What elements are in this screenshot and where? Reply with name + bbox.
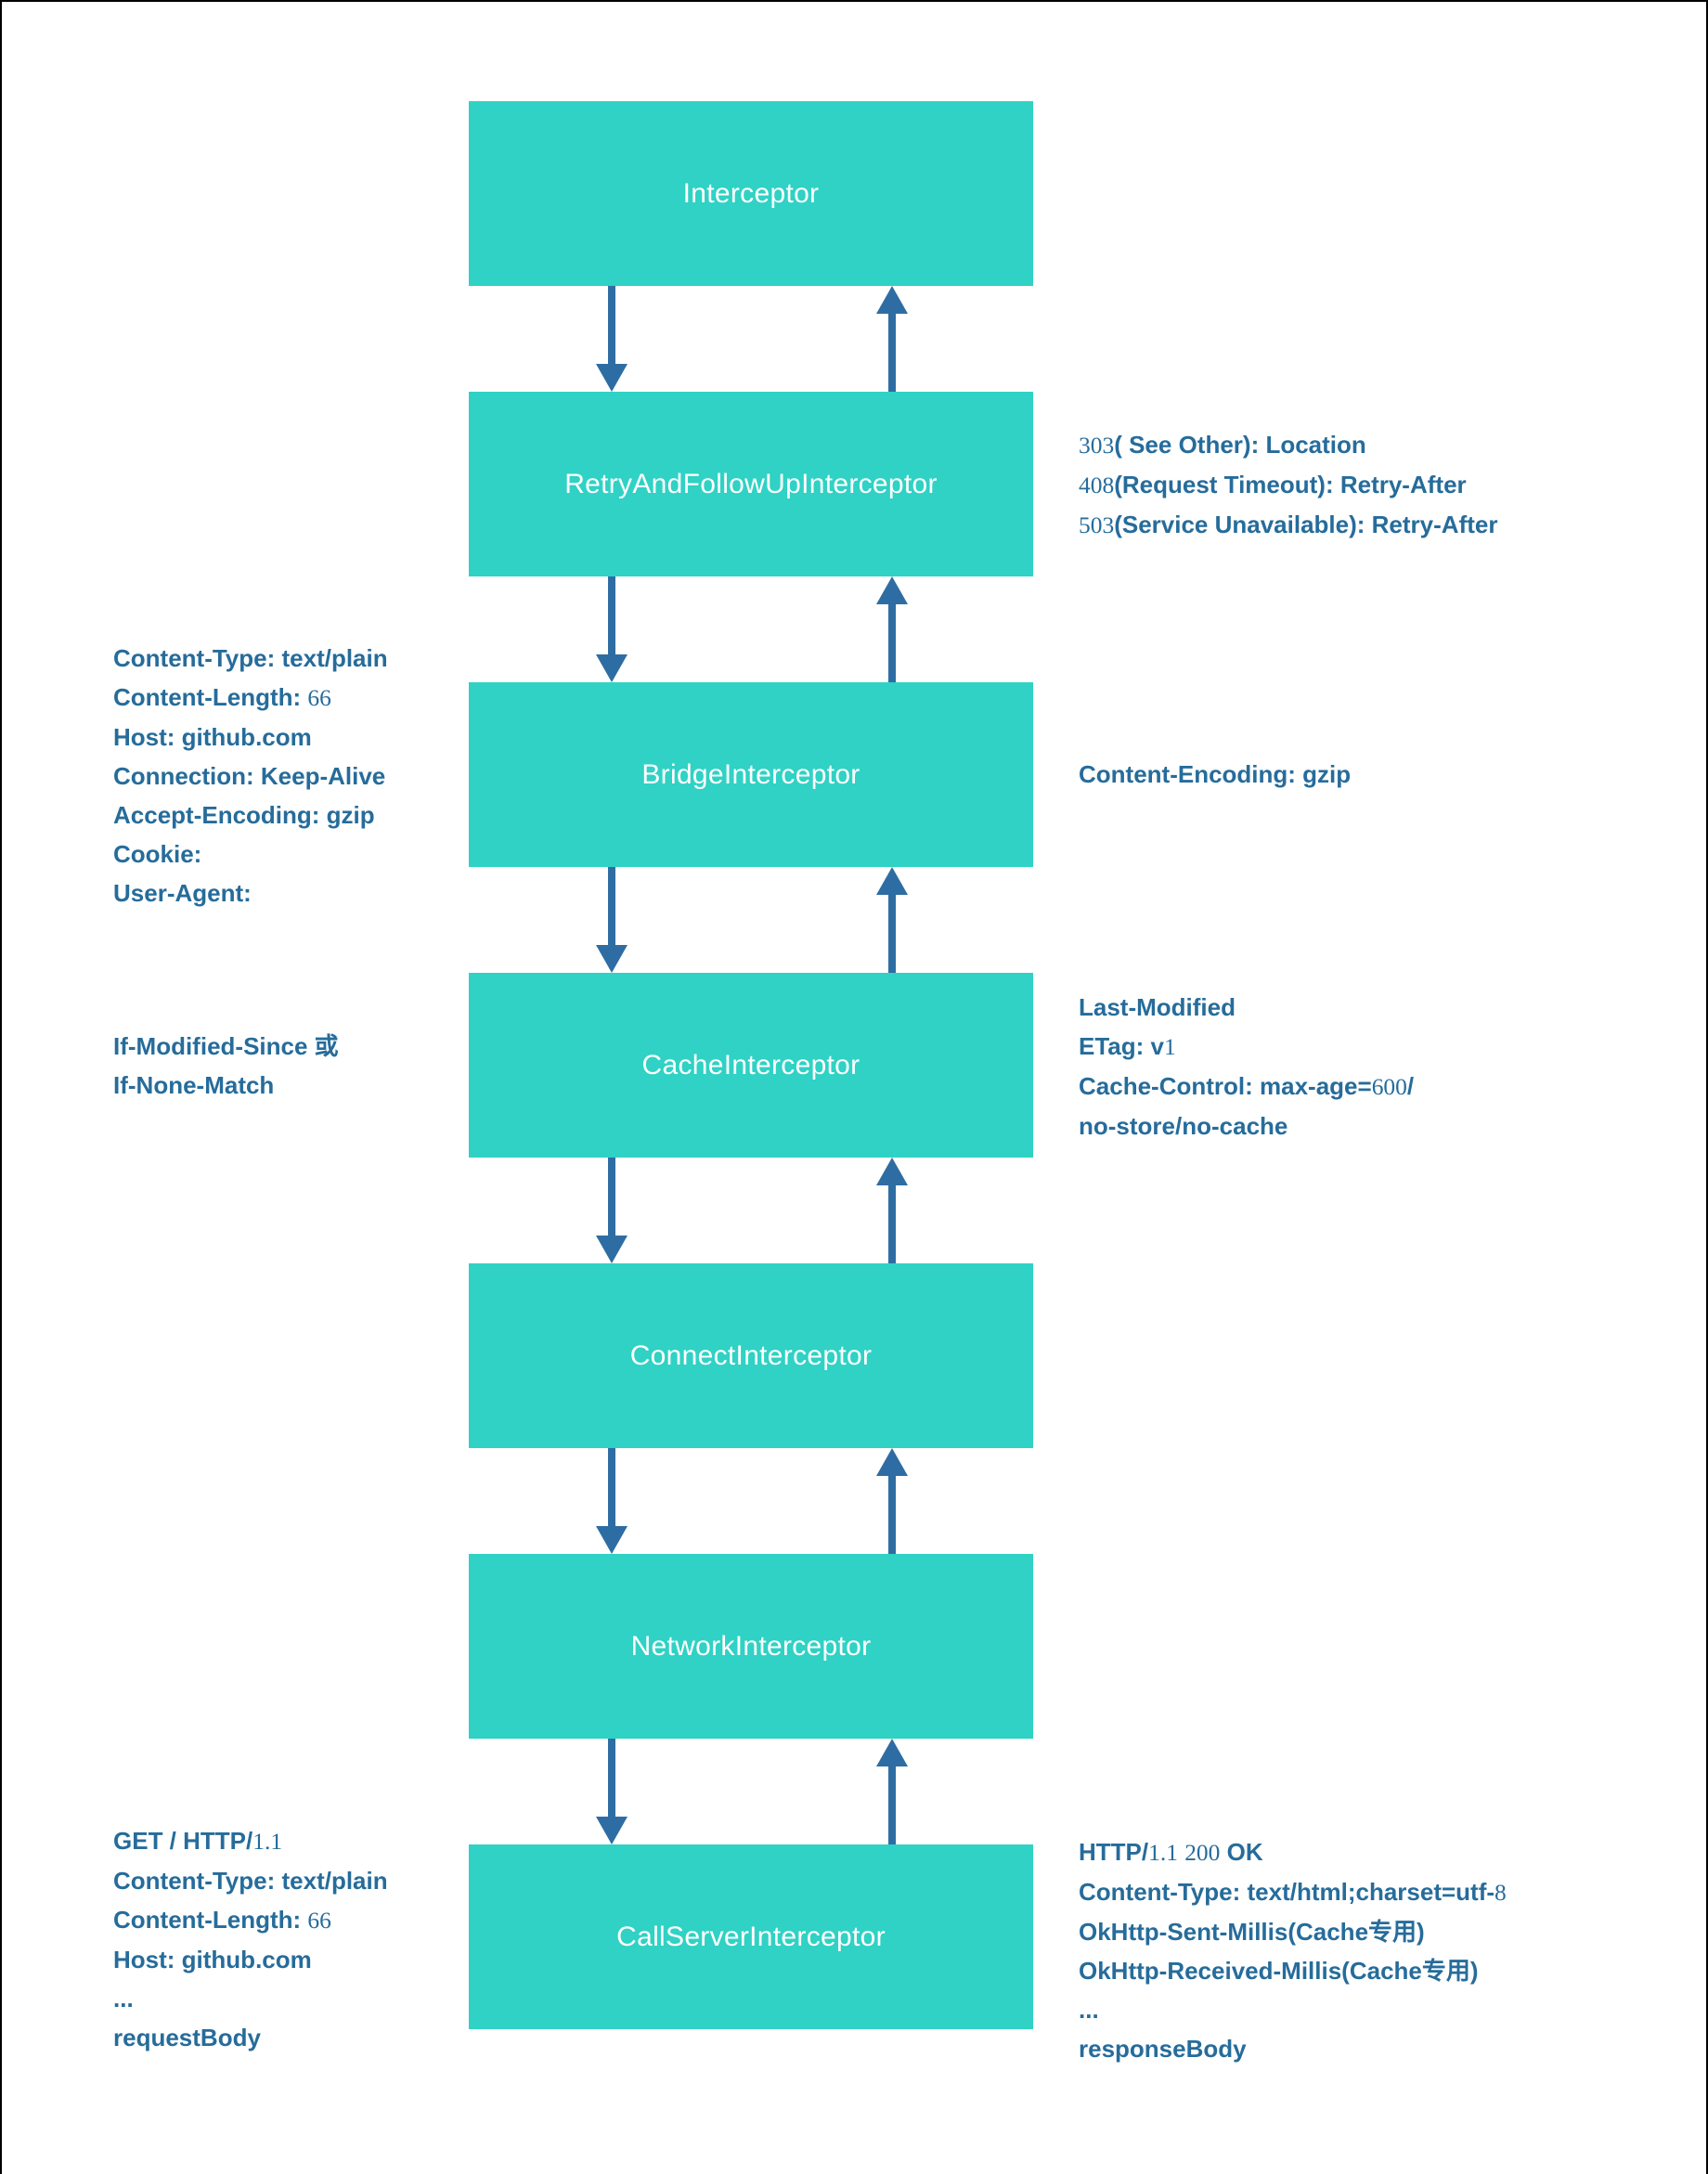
- arrow-shaft: [888, 314, 896, 392]
- arrow-shaft: [608, 1739, 615, 1817]
- annotation-line: Last-Modified: [1079, 993, 1236, 1021]
- box-callserver-label: CallServerInterceptor: [616, 1921, 886, 1952]
- bridge-request-headers-annotation: Content-Type: text/plain Content-Length:…: [113, 639, 388, 912]
- response-up-arrow: [876, 286, 908, 392]
- annotation-line: ...: [113, 1985, 134, 2012]
- response-up-arrow: [876, 1448, 908, 1554]
- annotation-line: Content-Type: text/html;charset=utf-8: [1079, 1878, 1507, 1906]
- annotation-line: Host: github.com: [113, 723, 312, 751]
- arrow-shaft: [888, 1185, 896, 1263]
- arrow-head: [596, 1526, 628, 1554]
- callserver-request-annotation: GET / HTTP/1.1 Content-Type: text/plain …: [113, 1821, 388, 2057]
- annotation-line: Cache-Control: max-age=600/: [1079, 1072, 1415, 1100]
- box-bridge-label: BridgeInterceptor: [641, 758, 860, 790]
- annotation-line: OkHttp-Sent-Millis(Cache专用): [1079, 1918, 1425, 1946]
- box-network-interceptor: NetworkInterceptor: [469, 1554, 1033, 1739]
- annotation-line: requestBody: [113, 2024, 261, 2051]
- annotation-line: ETag: v1: [1079, 1032, 1176, 1060]
- response-up-arrow: [876, 1158, 908, 1263]
- annotation-line: If-None-Match: [113, 1071, 275, 1099]
- annotation-line: no-store/no-cache: [1079, 1112, 1288, 1140]
- request-down-arrow: [596, 1158, 628, 1263]
- arrow-head: [596, 1236, 628, 1263]
- annotation-line: OkHttp-Received-Millis(Cache专用): [1079, 1957, 1479, 1985]
- arrow-head: [876, 576, 908, 604]
- request-down-arrow: [596, 576, 628, 682]
- arrow-shaft: [888, 895, 896, 973]
- box-connect-label: ConnectInterceptor: [629, 1339, 873, 1371]
- request-down-arrow: [596, 1448, 628, 1554]
- arrow-shaft: [608, 867, 615, 945]
- bridge-response-encoding-annotation: Content-Encoding: gzip: [1079, 755, 1351, 794]
- callserver-response-annotation: HTTP/1.1 200 OK Content-Type: text/html;…: [1079, 1832, 1507, 2068]
- box-interceptor: Interceptor: [469, 101, 1033, 286]
- annotation-line: responseBody: [1079, 2035, 1247, 2063]
- arrow-shaft: [608, 1158, 615, 1236]
- cache-response-headers-annotation: Last-Modified ETag: v1 Cache-Control: ma…: [1079, 988, 1414, 1145]
- box-retry-label: RetryAndFollowUpInterceptor: [564, 468, 938, 499]
- annotation-line: Connection: Keep-Alive: [113, 762, 386, 790]
- annotation-line: Host: github.com: [113, 1946, 312, 1973]
- arrow-shaft: [608, 576, 615, 654]
- request-down-arrow: [596, 1739, 628, 1844]
- arrow-head: [876, 867, 908, 895]
- response-up-arrow: [876, 576, 908, 682]
- annotation-line: User-Agent:: [113, 879, 252, 907]
- response-up-arrow: [876, 867, 908, 973]
- annotation-line: Content-Length: 66: [113, 1906, 331, 1934]
- arrow-head: [596, 364, 628, 392]
- arrow-shaft: [888, 604, 896, 682]
- arrow-head: [596, 654, 628, 682]
- annotation-line: Content-Type: text/plain: [113, 644, 388, 672]
- annotation-line: 303( See Other): Location: [1079, 431, 1366, 459]
- response-up-arrow: [876, 1739, 908, 1844]
- arrow-head: [876, 1158, 908, 1185]
- box-call-server-interceptor: CallServerInterceptor: [469, 1844, 1033, 2029]
- annotation-line: 408(Request Timeout): Retry-After: [1079, 471, 1467, 498]
- arrow-shaft: [608, 1448, 615, 1526]
- box-cache-interceptor: CacheInterceptor: [469, 973, 1033, 1158]
- annotation-line: Content-Length: 66: [113, 683, 331, 711]
- annotation-line: If-Modified-Since 或: [113, 1032, 339, 1060]
- request-down-arrow: [596, 867, 628, 973]
- arrow-shaft: [608, 286, 615, 364]
- arrow-head: [596, 945, 628, 973]
- box-network-label: NetworkInterceptor: [630, 1630, 872, 1662]
- arrow-head: [876, 1448, 908, 1476]
- arrow-shaft: [888, 1476, 896, 1554]
- annotation-line: GET / HTTP/1.1: [113, 1827, 283, 1855]
- box-interceptor-label: Interceptor: [682, 177, 820, 209]
- retry-status-codes-annotation: 303( See Other): Location 408(Request Ti…: [1079, 425, 1497, 545]
- annotation-line: HTTP/1.1 200 OK: [1079, 1838, 1263, 1866]
- box-connect-interceptor: ConnectInterceptor: [469, 1263, 1033, 1448]
- arrow-head: [596, 1817, 628, 1844]
- cache-request-headers-annotation: If-Modified-Since 或 If-None-Match: [113, 1027, 339, 1105]
- box-cache-label: CacheInterceptor: [641, 1049, 860, 1081]
- arrow-head: [876, 1739, 908, 1766]
- annotation-line: 503(Service Unavailable): Retry-After: [1079, 511, 1498, 538]
- annotation-line: Cookie:: [113, 840, 202, 868]
- box-retry-and-follow-up-interceptor: RetryAndFollowUpInterceptor: [469, 392, 1033, 576]
- box-bridge-interceptor: BridgeInterceptor: [469, 682, 1033, 867]
- arrow-shaft: [888, 1766, 896, 1844]
- annotation-line: Content-Encoding: gzip: [1079, 760, 1352, 788]
- annotation-line: Accept-Encoding: gzip: [113, 801, 375, 829]
- annotation-line: ...: [1079, 1996, 1099, 2024]
- request-down-arrow: [596, 286, 628, 392]
- arrow-head: [876, 286, 908, 314]
- annotation-line: Content-Type: text/plain: [113, 1867, 388, 1895]
